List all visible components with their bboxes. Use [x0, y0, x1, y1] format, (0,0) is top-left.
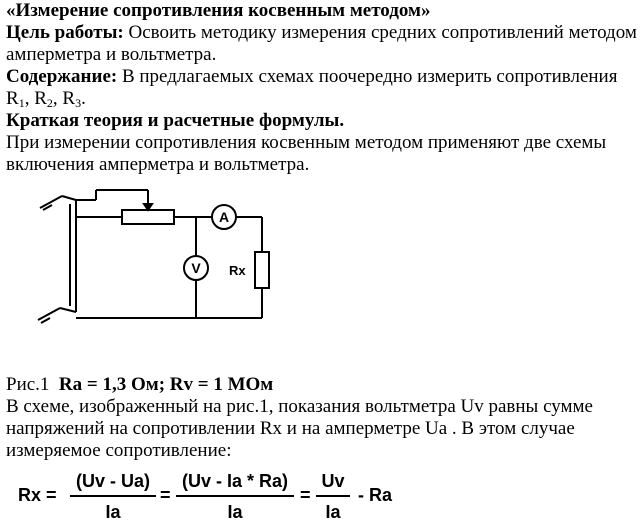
- terminal-top-mark: [42, 204, 53, 211]
- fraction-2-denominator: Ia: [227, 502, 243, 522]
- fraction-bar: [70, 495, 156, 497]
- fraction-bar: [176, 495, 294, 497]
- r3-subscript: 3: [75, 96, 82, 110]
- formula: Rx = (Uv - Ua) Ia = (Uv - Ia * Ra) Ia = …: [10, 470, 644, 526]
- fraction-1: (Uv - Ua) Ia: [70, 470, 156, 523]
- wire: [59, 307, 77, 313]
- r3-symbol: R: [62, 88, 76, 109]
- fraction-3-numerator: Uv: [321, 471, 345, 491]
- terminal-top: [39, 195, 63, 209]
- content-line-2: R1, R2, R3.: [6, 88, 86, 114]
- fraction-1-numerator: (Uv - Ua): [75, 471, 150, 491]
- document-title: «Измерение сопротивления косвенным метод…: [6, 0, 431, 21]
- theory-line-1: При измерении сопротивления косвенным ме…: [6, 132, 607, 153]
- separator: ,: [24, 88, 35, 109]
- content-text: В предлагаемых схемах поочередно измерит…: [117, 66, 618, 87]
- fraction-bar: [316, 495, 350, 497]
- content-label: Содержание:: [6, 66, 118, 87]
- period: .: [81, 88, 86, 109]
- fraction-3: Uv Ia: [316, 470, 350, 523]
- equals-sign: =: [300, 485, 311, 505]
- circuit-diagram: A V Rx: [37, 189, 270, 324]
- paragraph-line-2: напряжений на сопротивлении Rx и на ампе…: [6, 418, 575, 439]
- figure-caption-line: Рис.1 Ra = 1,3 Ом; Rv = 1 МОм: [6, 374, 273, 396]
- separator: ,: [52, 88, 63, 109]
- formula-tail: - Ra: [358, 485, 393, 505]
- terminal-bottom: [37, 307, 61, 321]
- r1-subscript: 1: [18, 96, 25, 110]
- ammeter-label: A: [219, 209, 229, 225]
- r2-symbol: R: [34, 88, 47, 109]
- fraction-2: (Uv - Ia * Ra) Ia: [176, 470, 294, 523]
- rheostat: [121, 209, 175, 225]
- goal-line-1: Цель работы: Освоить методику измерения …: [6, 22, 637, 44]
- r2-subscript: 2: [46, 96, 53, 110]
- paragraph-line-1: В схеме, изображенный на рис.1, показани…: [6, 396, 593, 417]
- voltmeter-label: V: [191, 260, 201, 276]
- resistor-rx: [254, 251, 270, 289]
- wire: [61, 195, 77, 201]
- fraction-1-denominator: Ia: [105, 502, 121, 522]
- figure-values: Ra = 1,3 Ом; Rv = 1 МОм: [58, 374, 274, 395]
- goal-label: Цель работы:: [6, 22, 124, 43]
- theory-heading: Краткая теория и расчетные формулы.: [6, 110, 345, 131]
- figure-caption: Рис.1: [6, 374, 50, 395]
- resistor-label: Rx: [229, 263, 246, 278]
- equals-sign: =: [160, 485, 171, 505]
- paragraph-line-3: измеряемое сопротивление:: [6, 440, 232, 461]
- content-line-1: Содержание: В предлагаемых схемах поочер…: [6, 66, 617, 88]
- r1-symbol: R: [6, 88, 19, 109]
- rheostat-arrow: [142, 203, 154, 212]
- fraction-3-denominator: Ia: [325, 502, 341, 522]
- terminal-bottom-mark: [40, 317, 51, 324]
- fraction-2-numerator: (Uv - Ia * Ra): [181, 471, 289, 491]
- goal-text: Освоить методику измерения средних сопро…: [123, 22, 637, 43]
- formula-lhs: Rx =: [18, 485, 57, 505]
- theory-line-2: включения амперметра и вольтметра.: [6, 154, 310, 175]
- goal-line-2: амперметра и вольтметра.: [6, 44, 217, 65]
